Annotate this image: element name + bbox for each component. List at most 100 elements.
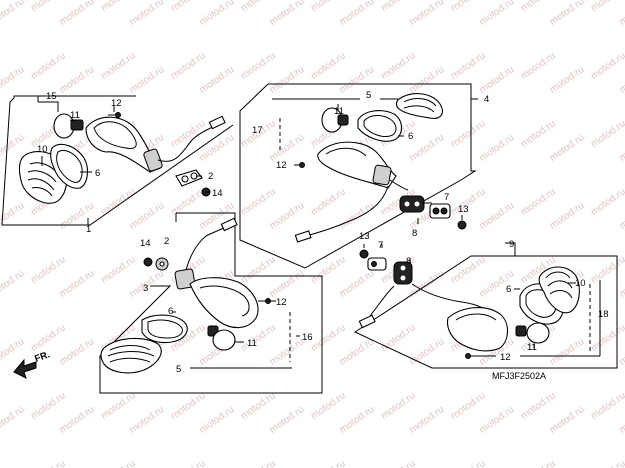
screw	[108, 112, 121, 118]
watermark-text: motod.ru	[519, 50, 558, 82]
bulb	[53, 113, 84, 139]
watermark-text: motod.ru	[309, 254, 348, 286]
nut	[143, 257, 153, 267]
callout-6: 6	[408, 131, 413, 142]
watermark-text: motod.ru	[618, 336, 625, 368]
watermark-text: motod.ru	[268, 336, 307, 368]
watermark-text: motod.ru	[29, 254, 68, 286]
watermark-text: motod.ru	[449, 390, 488, 422]
callout-1: 1	[86, 224, 91, 235]
left-rear-turn-signal-group: 14 2 3 12 6 16 11 5	[99, 212, 323, 394]
watermark-text: motod.ru	[449, 0, 488, 14]
watermark-text: motod.ru	[128, 404, 167, 436]
callout-13: 13	[458, 204, 469, 215]
watermark-text: motod.ru	[309, 50, 348, 82]
right-rear-turn-signal-group: 13 7 8 9 10 6 18 11 12	[353, 231, 618, 369]
watermark-text: motod.ru	[268, 268, 307, 300]
watermark-text: motod.ru	[478, 0, 517, 28]
callout-9: 9	[509, 239, 514, 250]
watermark-text: motod.ru	[169, 50, 208, 82]
watermark-text: motod.ru	[618, 64, 625, 96]
nut	[359, 249, 369, 259]
watermark-text: motod.ru	[128, 64, 167, 96]
watermark-text: motod.ru	[268, 404, 307, 436]
watermark-text: motod.ru	[589, 186, 625, 218]
watermark-text: motod.ru	[408, 404, 447, 436]
watermark-text: motod.ru	[379, 322, 418, 354]
watermark-text: motod.ru	[618, 404, 625, 436]
nut	[457, 220, 467, 230]
watermark-text: motod.ru	[99, 50, 138, 82]
callout-6: 6	[506, 284, 511, 295]
callout-14: 14	[212, 188, 223, 199]
watermark-text: motod.ru	[589, 458, 625, 468]
grommet	[393, 261, 413, 285]
watermark-text: motod.ru	[198, 0, 237, 28]
watermark-text: motod.ru	[268, 200, 307, 232]
callout-6: 6	[168, 306, 173, 317]
watermark-text: motod.ru	[338, 0, 377, 28]
watermark-text: motod.ru	[128, 200, 167, 232]
watermark-text: motod.ru	[58, 404, 97, 436]
callout-8: 8	[412, 228, 417, 239]
watermark-text: motod.ru	[408, 268, 447, 300]
watermark-text: motod.ru	[548, 336, 587, 368]
watermark-text: motod.ru	[29, 390, 68, 422]
callout-11: 11	[334, 106, 344, 117]
watermark-text: motod.ru	[338, 268, 377, 300]
callout-11: 11	[527, 342, 537, 353]
watermark-text: motod.ru	[198, 64, 237, 96]
watermark-text: motod.ru	[29, 458, 68, 468]
watermark-text: motod.ru	[379, 458, 418, 468]
watermark-text: motod.ru	[449, 50, 488, 82]
watermark-text: motod.ru	[519, 0, 558, 14]
callout-12: 12	[276, 160, 287, 171]
front-label: FR.	[33, 349, 51, 365]
watermark-text: motod.ru	[408, 0, 447, 28]
watermark-text: motod.ru	[239, 0, 278, 14]
callout-16: 16	[302, 332, 313, 343]
watermark-text: motod.ru	[478, 404, 517, 436]
watermark-text: motod.ru	[449, 458, 488, 468]
watermark-text: motod.ru	[58, 268, 97, 300]
watermark-text: motod.ru	[99, 254, 138, 286]
watermark-text: motod.ru	[128, 0, 167, 28]
callout-7: 7	[378, 240, 383, 251]
watermark-text: motod.ru	[519, 186, 558, 218]
bracket	[367, 257, 387, 271]
watermark-text: motod.ru	[0, 404, 26, 436]
watermark-text: motod.ru	[589, 254, 625, 286]
watermark-text: motod.ru	[519, 390, 558, 422]
watermark-text: motod.ru	[449, 118, 488, 150]
callout-2: 2	[164, 236, 169, 247]
watermark-text: motod.ru	[548, 0, 587, 28]
watermark-text: motod.ru	[379, 0, 418, 14]
watermark-text: motod.ru	[589, 322, 625, 354]
gasket	[50, 143, 89, 189]
watermark-text: motod.ru	[589, 390, 625, 422]
watermark-text: motod.ru	[309, 322, 348, 354]
housing	[446, 307, 509, 352]
callout-12: 12	[111, 98, 122, 109]
watermark-text: motod.ru	[29, 0, 68, 14]
watermark-text: motod.ru	[239, 50, 278, 82]
watermark-text: motod.ru	[408, 132, 447, 164]
watermark-text: motod.ru	[309, 0, 348, 14]
watermark-text: motod.ru	[589, 0, 625, 14]
screw	[465, 353, 478, 359]
callout-4: 4	[484, 94, 489, 105]
grommet	[155, 257, 169, 271]
watermark-text: motod.ru	[239, 254, 278, 286]
watermark-text: motod.ru	[268, 64, 307, 96]
watermark-text: motod.ru	[99, 186, 138, 218]
watermark-text: motod.ru	[198, 132, 237, 164]
callout-17: 17	[252, 125, 263, 136]
right-front-turn-signal-group: 5 4 11 17 6 12 7 13 8	[239, 83, 489, 269]
watermark-text: motod.ru	[99, 0, 138, 14]
watermark-text: motod.ru	[0, 64, 26, 96]
watermark-text: motod.ru	[0, 200, 26, 232]
watermark-text: motod.ru	[589, 118, 625, 150]
watermark-text: motod.ru	[478, 200, 517, 232]
callout-13: 13	[359, 231, 370, 242]
